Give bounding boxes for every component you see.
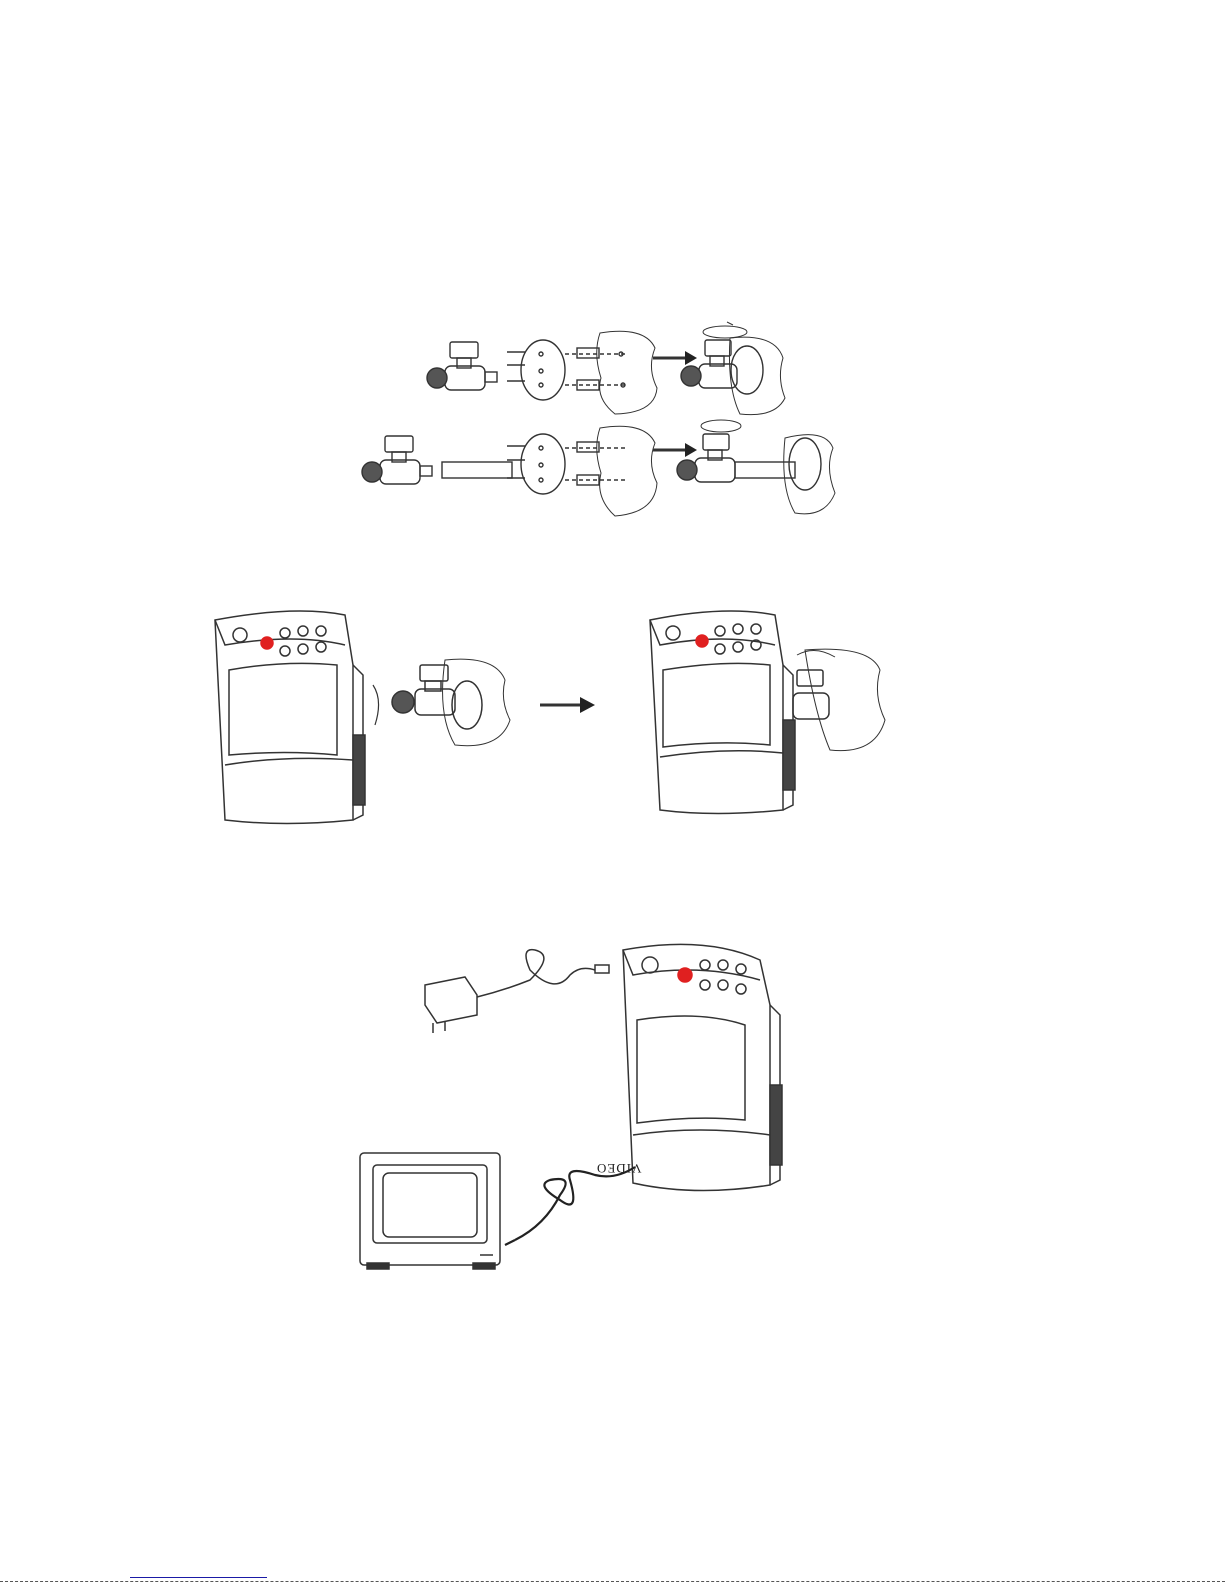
power-adapter [425, 950, 609, 1033]
long-bracket-assembled [677, 420, 835, 514]
monitor [360, 1153, 500, 1269]
arrow-1 [653, 351, 697, 365]
video-cable [505, 1167, 635, 1245]
connection-diagram [355, 935, 805, 1275]
camera-unit-left [215, 611, 365, 824]
rotate-arrow [373, 685, 379, 725]
page-bottom-border [0, 1581, 1225, 1582]
footnote-rule [130, 1577, 267, 1578]
bracket-assembly-diagram [355, 318, 845, 528]
mount-left [392, 659, 510, 746]
arrow-2 [653, 443, 697, 457]
camera-unit-right [650, 611, 885, 814]
short-bracket-parts [427, 331, 657, 414]
video-label: VIDEO [596, 1160, 641, 1176]
long-bracket-parts [362, 426, 657, 516]
camera-unit [623, 944, 782, 1190]
short-bracket-assembled [681, 322, 785, 415]
arrow-3 [540, 697, 595, 713]
camera-mount-diagram [205, 605, 905, 835]
